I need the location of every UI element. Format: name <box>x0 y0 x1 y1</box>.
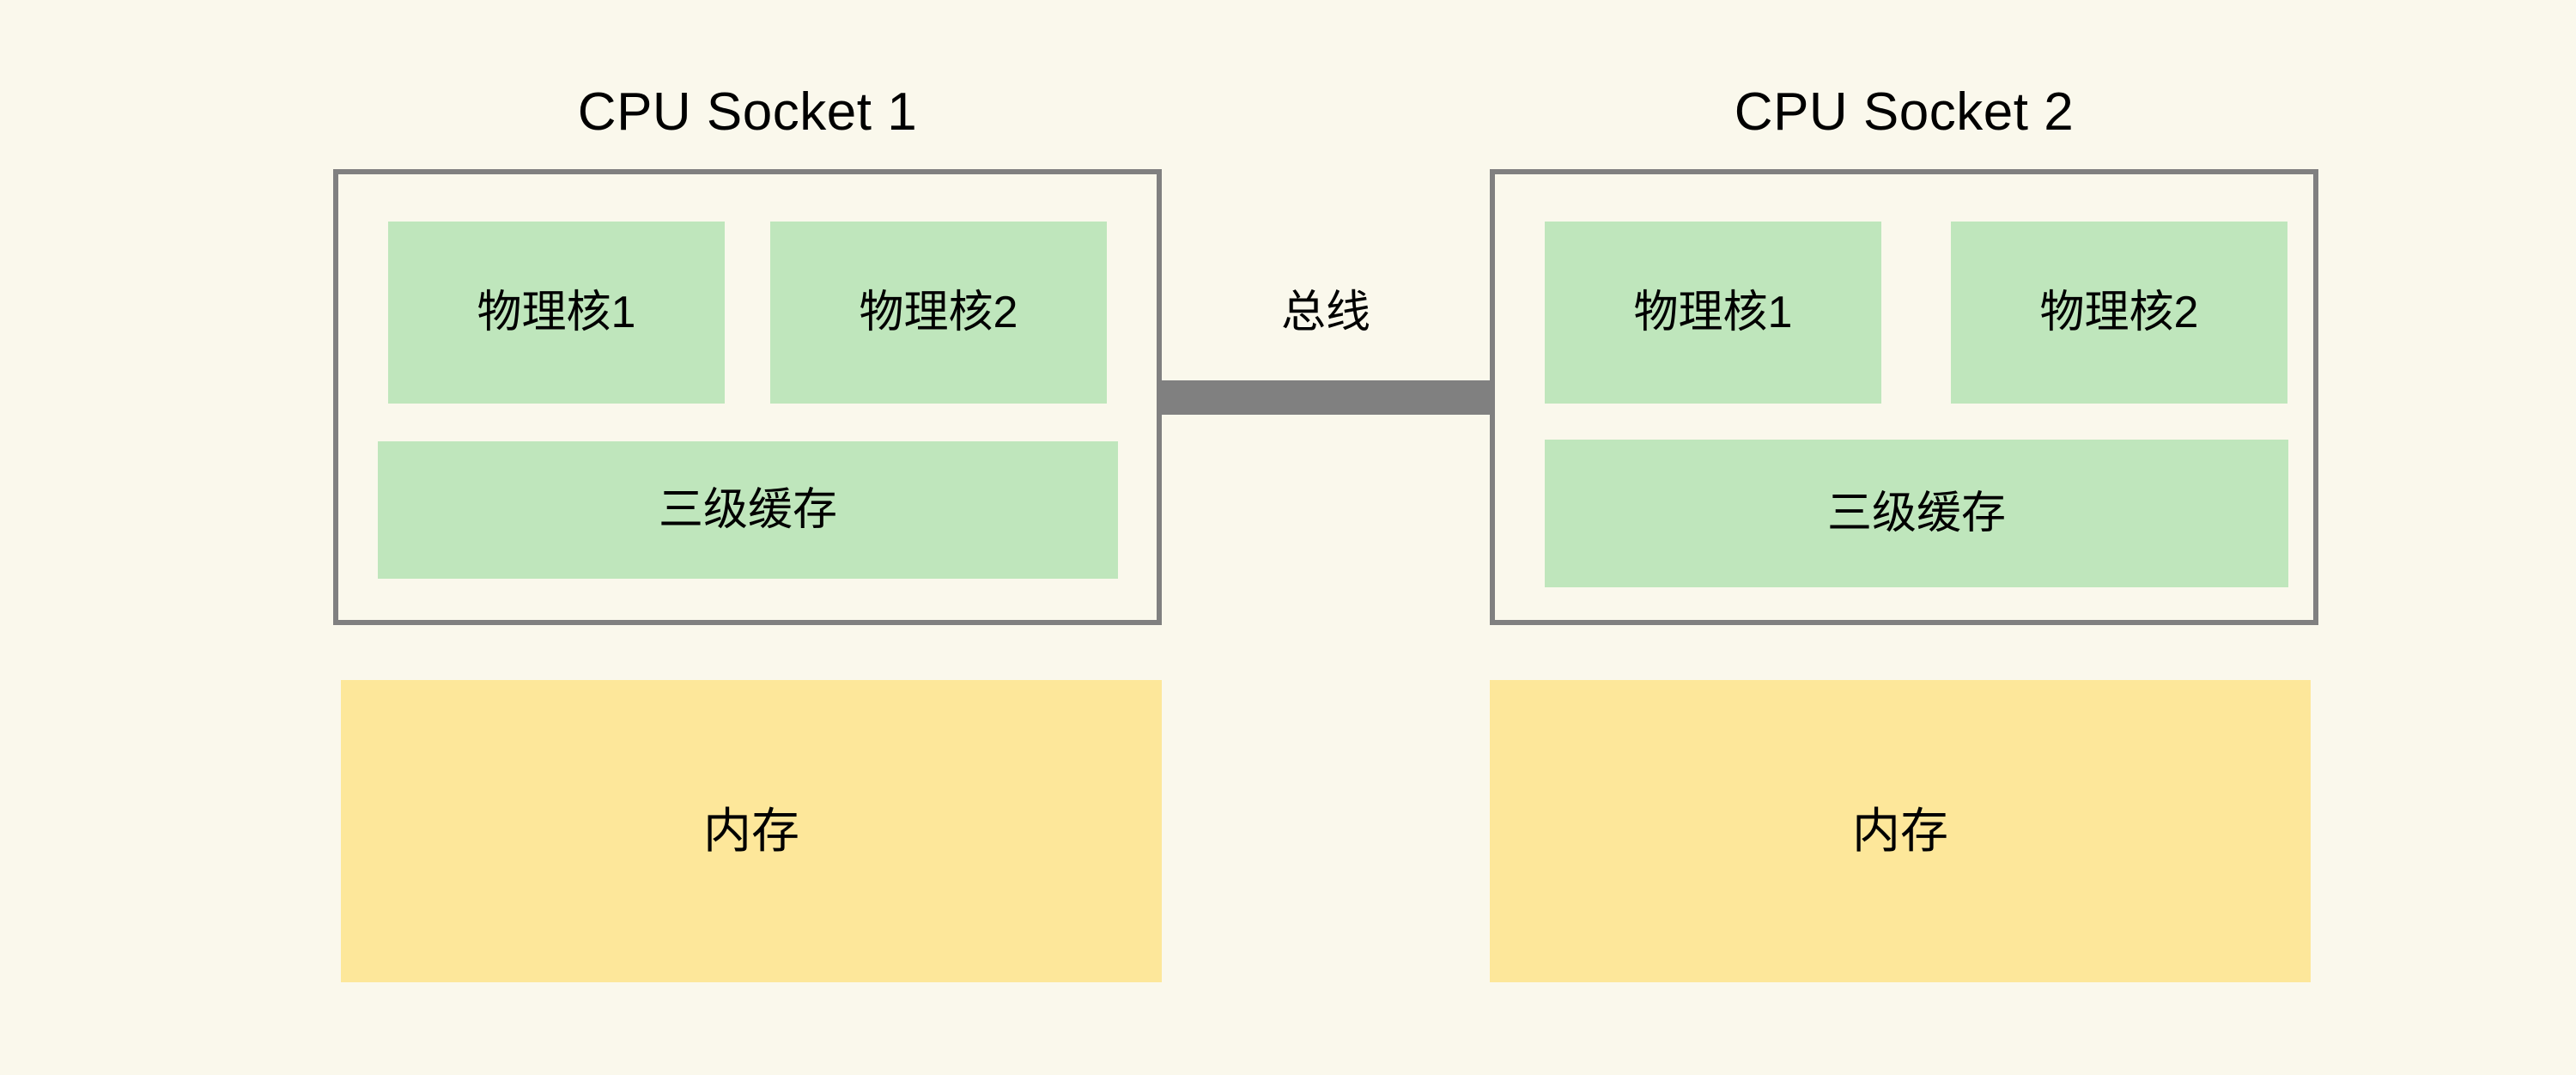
socket-2-core-1: 物理核1 <box>1545 222 1881 404</box>
socket-2-frame <box>1490 169 2318 625</box>
socket-1-core-1: 物理核1 <box>388 222 725 404</box>
bus-connector <box>1159 380 1492 415</box>
socket-1-memory: 内存 <box>341 680 1162 982</box>
socket-2-title: CPU Socket 2 <box>1734 82 2075 142</box>
socket-1-title: CPU Socket 1 <box>577 82 918 142</box>
socket-2-memory: 内存 <box>1490 680 2311 982</box>
bus-label: 总线 <box>1280 288 1370 337</box>
socket-2-l3-cache: 三级缓存 <box>1545 440 2288 587</box>
socket-1-core-2: 物理核2 <box>770 222 1107 404</box>
socket-2-core-2: 物理核2 <box>1951 222 2287 404</box>
socket-1-l3-cache: 三级缓存 <box>378 441 1118 579</box>
